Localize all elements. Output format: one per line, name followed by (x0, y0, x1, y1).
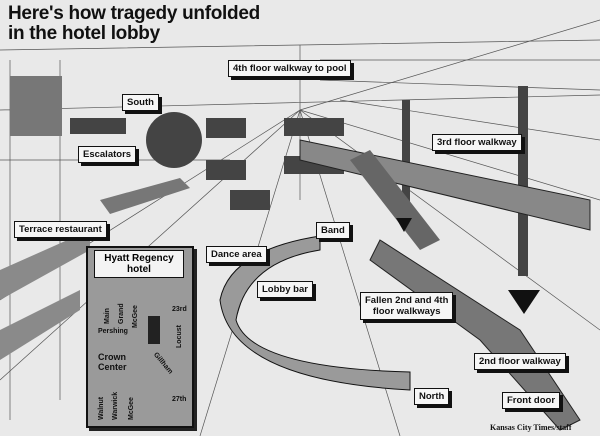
street-27th: 27th (172, 396, 187, 403)
label-fallen-walkways: Fallen 2nd and 4th floor walkways (360, 292, 454, 320)
headline-line-1: Here's how tragedy unfolded (8, 3, 260, 24)
map-header-line-2: hotel (127, 264, 151, 275)
label-dance-area: Dance area (206, 246, 267, 263)
street-23rd: 23rd (172, 306, 187, 313)
headline-line-2: in the hotel lobby (8, 23, 160, 44)
label-terrace-restaurant: Terrace restaurant (14, 221, 107, 238)
label-band: Band (316, 222, 350, 239)
street-gillham: Gillham (151, 351, 174, 376)
headline: Here's how tragedy unfolded in the hotel… (8, 4, 260, 44)
street-pershing: Pershing (98, 328, 128, 335)
fallen-line-2: floor walkways (372, 306, 441, 317)
street-warwick: Warwick (112, 391, 119, 420)
street-main: Main (104, 308, 111, 324)
street-mcgee-south: McGee (128, 397, 135, 420)
label-south: South (122, 94, 159, 111)
credit-line: Kansas City Times/staff (490, 423, 572, 432)
map-header: Hyatt Regency hotel (94, 250, 184, 278)
street-locust: Locust (176, 325, 183, 348)
street-walnut: Walnut (98, 396, 105, 420)
label-4th-floor-walkway: 4th floor walkway to pool (228, 60, 352, 77)
map-header-line-1: Hyatt Regency (104, 253, 174, 264)
label-lobby-bar: Lobby bar (257, 281, 313, 298)
label-2nd-floor-walkway: 2nd floor walkway (474, 353, 566, 370)
fallen-line-1: Fallen 2nd and 4th (365, 295, 449, 306)
label-front-door: Front door (502, 392, 561, 409)
street-grand: Grand (118, 303, 125, 324)
hotel-block (148, 316, 160, 344)
label-north: North (414, 388, 450, 405)
location-map-inset: Hyatt Regency hotel Main Grand McGee Per… (86, 246, 194, 428)
crown-center-line-1: Crown (98, 352, 126, 362)
label-3rd-floor-walkway: 3rd floor walkway (432, 134, 522, 151)
street-mcgee: McGee (132, 305, 139, 328)
label-escalators: Escalators (78, 146, 137, 163)
crown-center-line-2: Center (98, 362, 127, 372)
